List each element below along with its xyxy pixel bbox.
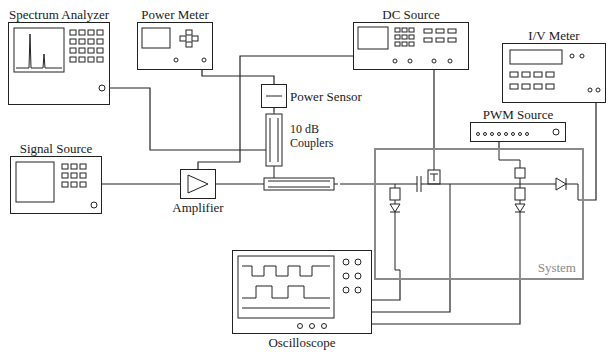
analyzer-keypad — [70, 30, 105, 91]
cable — [584, 103, 596, 200]
cable — [198, 56, 353, 169]
scope-trace — [242, 286, 330, 298]
instrument-label: Signal Source — [20, 141, 93, 156]
cable — [102, 183, 180, 184]
instrument-label: Oscilloscope — [268, 335, 335, 350]
cable — [372, 280, 520, 324]
scope-trace — [242, 308, 330, 309]
instrument-label: PWM Source — [483, 107, 553, 122]
amplifier-symbol — [188, 175, 208, 193]
iv-buttons — [510, 54, 600, 92]
source-screen — [16, 162, 54, 202]
analyzer-screen — [14, 28, 64, 72]
scope-screen — [238, 256, 334, 318]
instrument-label: Power Meter — [141, 7, 209, 22]
instrument-label: I/V Meter — [528, 28, 579, 43]
dc-screen — [358, 27, 388, 49]
instrument-label: Spectrum Analyzer — [9, 7, 109, 22]
power-sensor: Power Sensor — [261, 84, 287, 108]
amplifier: Amplifier — [180, 169, 216, 199]
dc-keypad — [393, 28, 456, 63]
cable — [340, 183, 374, 184]
coupler-group: 10 dB Couplers — [258, 112, 340, 192]
meter-buttons — [174, 30, 206, 62]
instrument-label: 10 dB Couplers — [290, 122, 338, 150]
instrument-label: DC Source — [382, 7, 439, 22]
iv-display — [510, 50, 562, 64]
dc-source: DC Source — [353, 22, 469, 70]
spectrum-analyzer: Spectrum Analyzer — [8, 22, 110, 105]
instrument-label: Amplifier — [172, 200, 223, 215]
spectrum-trace — [16, 34, 62, 68]
cable — [202, 70, 274, 84]
instrument-label: System — [538, 260, 576, 275]
power-meter: Power Meter — [137, 22, 213, 70]
meter-screen — [142, 28, 170, 48]
cable — [372, 280, 400, 300]
coupler-symbol — [258, 112, 338, 190]
cable — [216, 183, 258, 184]
cable — [110, 88, 258, 150]
scope-knobs — [298, 259, 362, 329]
instrument-label: Power Sensor — [290, 89, 362, 104]
oscilloscope: Oscilloscope — [232, 250, 372, 334]
signal-source: Signal Source — [10, 156, 102, 214]
source-keypad — [62, 164, 97, 208]
scope-trace — [242, 266, 330, 276]
pwm-source: PWM Source — [470, 122, 566, 142]
pwm-panel — [477, 129, 560, 136]
system-box: System — [374, 148, 584, 280]
system-circuit — [374, 148, 584, 280]
iv-meter: I/V Meter — [502, 43, 606, 103]
cable — [433, 70, 434, 148]
cable — [372, 280, 450, 312]
cable — [273, 108, 274, 112]
sensor-mark — [266, 96, 282, 97]
